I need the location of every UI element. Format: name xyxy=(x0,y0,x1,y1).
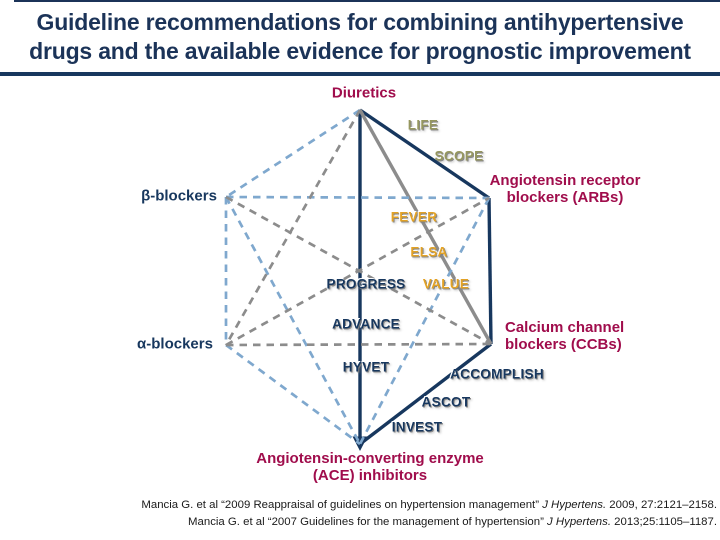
edge-ccbs--ace-inhibitors xyxy=(358,342,493,446)
edge-arbs--ace-inhibitors xyxy=(358,197,491,445)
citations: Mancia G. et al “2009 Reappraisal of gui… xyxy=(0,497,717,530)
edge-beta-blockers--arbs xyxy=(225,195,490,200)
edge-diuretics--alpha-blockers xyxy=(224,109,362,346)
citation-1-journal: J Hypertens. xyxy=(542,499,607,511)
edge-alpha-blockers--ccbs xyxy=(225,342,492,347)
top-border-line xyxy=(14,0,720,2)
edge-alpha-blockers--arbs xyxy=(225,196,490,347)
edge-alpha-blockers--ace-inhibitors xyxy=(225,343,361,446)
citation-line-2: Mancia G. et al “2007 Guidelines for the… xyxy=(0,514,717,531)
slide-title: Guideline recommendations for combining … xyxy=(29,9,691,64)
citation-1-text: Mancia G. et al “2009 Reappraisal of gui… xyxy=(141,499,543,511)
citation-2-ref: 2013;25:1105–1187. xyxy=(611,515,717,528)
citation-2-journal: J Hypertens. xyxy=(547,515,611,528)
edge-diuretics--beta-blockers xyxy=(225,108,361,199)
citation-2-text: Mancia G. et al “2007 Guidelines for the… xyxy=(188,515,548,528)
citation-line-1: Mancia G. et al “2009 Reappraisal of gui… xyxy=(0,497,717,514)
edge-arbs--ccbs xyxy=(487,197,493,345)
edge-beta-blockers--ace-inhibitors xyxy=(224,196,362,445)
edge-diuretics--ccbs xyxy=(358,109,493,345)
title-divider-line xyxy=(0,72,720,76)
edge-diuretics--arbs xyxy=(359,108,490,200)
citation-1-ref: 2009, 27:2121–2158. xyxy=(606,499,717,511)
